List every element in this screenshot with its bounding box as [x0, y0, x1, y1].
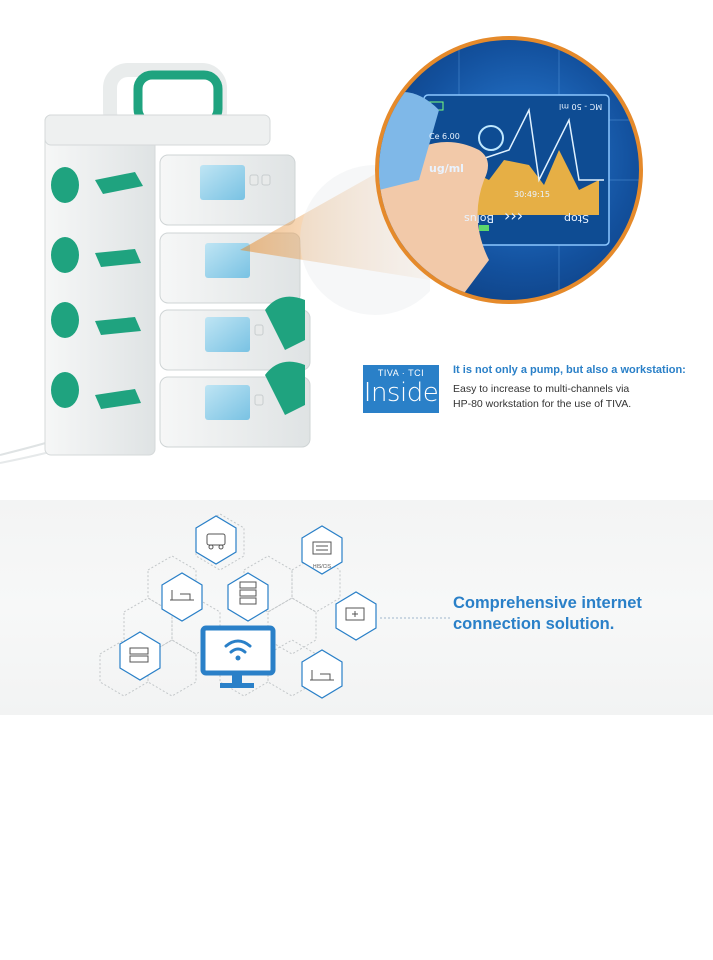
nurse-station-icon [335, 591, 377, 641]
ambulance-icon [195, 515, 237, 565]
screen-bolus-button: Bolus [464, 212, 495, 225]
screen-time: 30:49:15 [514, 190, 550, 199]
network-title-line2: connection solution. [453, 615, 615, 633]
screen-volume-label: MC - 50 ml [559, 102, 603, 111]
badge-main-text: Inside [363, 378, 439, 408]
hospital-bed-icon [161, 572, 203, 622]
badge-top-text: TIVA · TCI [377, 368, 425, 378]
network-title-line1: Comprehensive internet [453, 594, 642, 612]
workstation-description-line1: Easy to increase to multi-channels via [453, 383, 630, 395]
network-diagram: HIS/CIS [99, 513, 450, 699]
screen-unit: ug/ml [429, 162, 464, 175]
server-icon [227, 572, 269, 622]
wifi-monitor-icon [200, 625, 276, 688]
screen-concentration-value: Ce 6.00 [429, 132, 460, 141]
touchscreen-zoom-circle: MC - 50 ml Ce 6.00 ug/ml 30:49:15 Bolus … [375, 36, 643, 304]
workstation-description-line2: HP-80 workstation for the use of TIVA. [453, 398, 632, 410]
tiva-tci-inside-badge: TIVA · TCI Inside [363, 365, 439, 413]
screen-stop-button: Stop [564, 212, 590, 225]
his-cis-label: HIS/CIS [313, 564, 332, 570]
workstation-heading: It is not only a pump, but also a workst… [453, 364, 686, 376]
screen-arrows-icon: ››› [504, 206, 524, 225]
